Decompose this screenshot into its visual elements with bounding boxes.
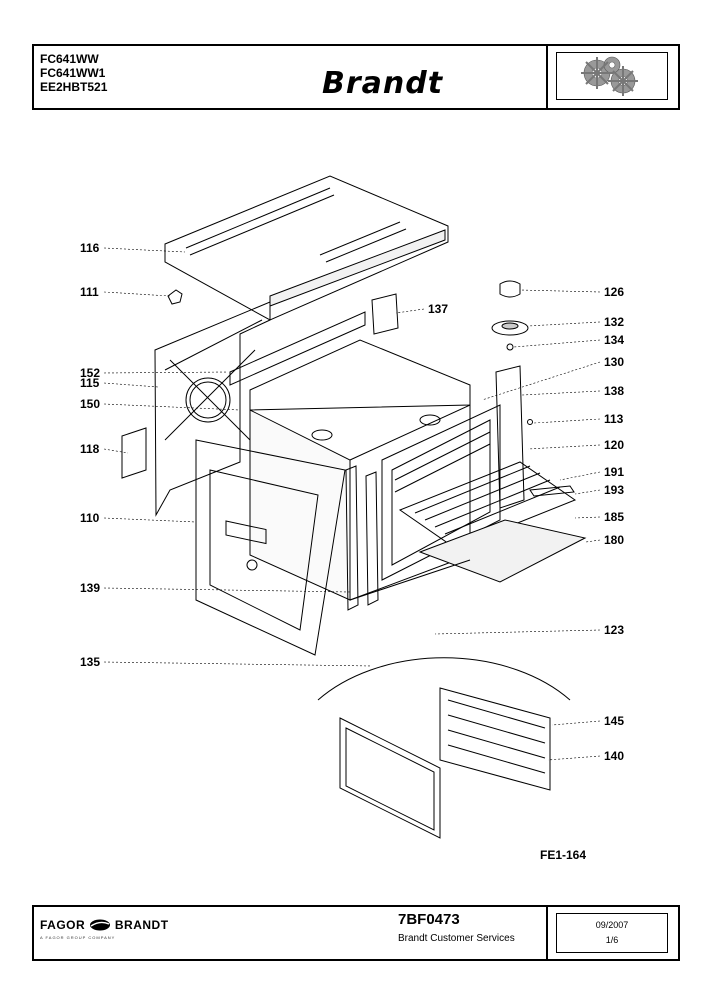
callout-leader — [547, 755, 601, 761]
callout-leader — [481, 361, 601, 401]
footer-box: FAGOR BRANDT A FAGOR GROUP COMPANY 7BF04… — [32, 905, 680, 961]
brand-logo: Brandt — [322, 66, 444, 101]
gears-icon — [581, 56, 638, 96]
service-name: Brandt Customer Services — [398, 933, 515, 944]
clip-part — [167, 289, 183, 305]
element-part — [529, 485, 575, 497]
base-plate — [349, 559, 471, 601]
callout-leader — [585, 539, 601, 543]
callout-leader — [103, 247, 186, 253]
callout-138: 138 — [604, 384, 624, 398]
callout-145: 145 — [604, 714, 624, 728]
callout-137: 137 — [428, 302, 448, 316]
callout-180: 180 — [604, 533, 624, 547]
callout-leader — [574, 489, 601, 495]
callout-116: 116 — [80, 241, 100, 255]
callout-leader — [551, 720, 601, 726]
front-frame — [195, 439, 346, 656]
callout-113: 113 — [604, 412, 624, 426]
callout-191: 191 — [604, 465, 624, 479]
fagor-logo-icon — [90, 919, 111, 931]
callout-leader — [559, 471, 601, 481]
callout-leader — [574, 516, 601, 519]
baking-tray — [418, 519, 587, 583]
callout-leader — [103, 382, 159, 388]
callout-185: 185 — [604, 510, 624, 524]
company-tagline: A FAGOR GROUP COMPANY — [40, 935, 116, 940]
date-frame: 09/2007 1/6 — [556, 913, 668, 953]
callout-leader — [103, 661, 373, 667]
logo-frame — [556, 52, 668, 100]
callout-123: 123 — [604, 623, 624, 637]
fagor-text: FAGOR — [40, 918, 86, 932]
callout-leader — [395, 308, 425, 314]
callout-leader — [519, 289, 601, 293]
control-bracket — [121, 427, 147, 479]
page-number: 1/6 — [605, 935, 619, 945]
figure-reference: FE1-164 — [540, 848, 587, 862]
callout-leader — [103, 371, 229, 374]
model-list: FC641WW FC641WW1 EE2HBT521 — [40, 52, 107, 94]
bracket-part — [371, 293, 399, 335]
callout-120: 120 — [604, 438, 624, 452]
callout-126: 126 — [604, 285, 624, 299]
model-3: EE2HBT521 — [40, 80, 108, 94]
callout-111: 111 — [80, 285, 99, 299]
header-box: FC641WW FC641WW1 EE2HBT521 Brandt — [32, 44, 680, 110]
callout-110: 110 — [80, 511, 100, 525]
model-1: FC641WW — [40, 52, 99, 66]
callout-139: 139 — [80, 581, 100, 595]
document-number: 7BF0473 — [398, 911, 460, 928]
brandt-text: BRANDT — [114, 918, 169, 932]
callout-leader — [533, 418, 601, 424]
callout-150: 150 — [80, 397, 100, 411]
callout-140: 140 — [604, 749, 624, 763]
callout-leader — [521, 390, 601, 396]
logo-box — [546, 46, 678, 108]
date-box: 09/2007 1/6 — [546, 907, 678, 959]
model-2: FC641WW1 — [40, 66, 106, 80]
callout-leader — [434, 629, 601, 635]
callout-193: 193 — [604, 483, 624, 497]
top-cover — [164, 175, 449, 321]
document-date: 09/2007 — [595, 920, 629, 930]
callout-132: 132 — [604, 315, 624, 329]
oven-cavity — [229, 311, 471, 601]
left-rail — [345, 465, 359, 611]
left-side-panel — [154, 301, 271, 517]
callout-leader — [103, 448, 129, 454]
callout-130: 130 — [604, 355, 624, 369]
callout-leader — [103, 403, 241, 411]
hinge-rail — [365, 471, 379, 606]
right-rail — [495, 365, 525, 509]
callout-leader — [527, 444, 601, 450]
callout-118: 118 — [80, 442, 100, 456]
door-glass-assembly — [317, 657, 571, 839]
lamp-assembly — [491, 280, 529, 351]
callout-leader — [527, 321, 601, 327]
callout-leader — [103, 587, 351, 593]
callout-134: 134 — [604, 333, 624, 347]
door-frame — [381, 404, 501, 581]
callout-leader — [103, 517, 197, 523]
callout-115: 115 — [80, 376, 100, 390]
callout-152: 152 — [80, 366, 100, 380]
fagor-brandt-logo: FAGOR BRANDT — [40, 918, 169, 932]
callout-leader — [513, 339, 601, 348]
screw-part — [527, 419, 533, 425]
callout-leader — [103, 291, 171, 297]
callout-135: 135 — [80, 655, 100, 669]
